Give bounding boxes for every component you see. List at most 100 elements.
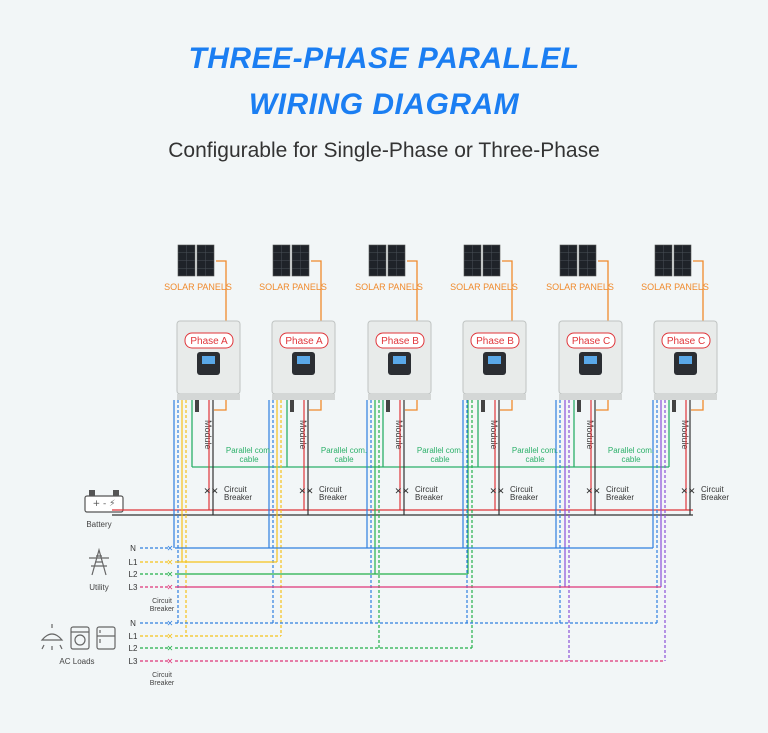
- breaker-label: Breaker: [319, 493, 347, 502]
- phase-label: Phase B: [476, 336, 514, 347]
- phase-badge: [279, 332, 329, 349]
- breaker-label: Circuit: [510, 485, 533, 494]
- breaker-mark: ✕✕: [680, 487, 695, 497]
- load-breaker-label: Breaker: [150, 680, 175, 687]
- subtitle: Configurable for Single-Phase or Three-P…: [168, 139, 600, 162]
- parallel-com-label: cable: [239, 455, 259, 464]
- module-label: Module: [489, 420, 499, 450]
- module-plug: [290, 400, 294, 412]
- solar-panel-icon: [368, 244, 406, 277]
- washing-machine-icon: [70, 626, 90, 650]
- inverter-display: [679, 356, 692, 364]
- load-breaker-mark: ✕: [167, 657, 174, 666]
- phase-label: Phase A: [190, 336, 228, 347]
- inverter-base: [559, 394, 622, 400]
- utility-line-label-L1: L1: [129, 558, 138, 567]
- module-label: Module: [680, 420, 690, 450]
- inverter-base: [272, 394, 335, 400]
- breaker-mark: ✕✕: [585, 487, 600, 497]
- inverter-display: [202, 356, 215, 364]
- inverter-display: [393, 356, 406, 364]
- battery-icon: + - ⚡: [84, 490, 124, 513]
- utility-line-label-L2: L2: [129, 570, 138, 579]
- utility-breaker-label: Breaker: [150, 606, 175, 613]
- solar-panel-icon: [272, 244, 310, 277]
- ceiling-lamp-icon: [40, 624, 64, 650]
- phase-badge: [661, 332, 711, 349]
- load-breaker-mark: ✕: [167, 644, 174, 653]
- breaker-mark: ✕✕: [489, 487, 504, 497]
- breaker-label: Circuit: [701, 485, 724, 494]
- breaker-mark: ✕✕: [394, 487, 409, 497]
- solar-panel-icon: [654, 244, 692, 277]
- parallel-com-label: Parallel com.: [417, 446, 463, 455]
- breaker-mark: ✕✕: [298, 487, 313, 497]
- inverter-display: [584, 356, 597, 364]
- breaker-label: Circuit: [224, 485, 247, 494]
- load-breaker-mark: ✕: [167, 619, 174, 628]
- parallel-com-label: cable: [334, 455, 354, 464]
- breaker-label: Breaker: [510, 493, 538, 502]
- solar-panels-label: SOLAR PANELS: [450, 282, 518, 292]
- solar-panel-icon: [559, 244, 597, 277]
- phase-label: Phase A: [285, 336, 323, 347]
- load-breaker-mark: ✕: [167, 632, 174, 641]
- breaker-label: Breaker: [224, 493, 252, 502]
- title-line-2: WIRING DIAGRAM: [248, 88, 520, 121]
- module-label: Module: [203, 420, 213, 450]
- phase-label: Phase C: [572, 336, 610, 347]
- inverter-display: [297, 356, 310, 364]
- parallel-com-label: Parallel com.: [226, 446, 272, 455]
- load-line-label-N: N: [130, 619, 136, 628]
- parallel-com-label: cable: [525, 455, 545, 464]
- breaker-label: Circuit: [319, 485, 342, 494]
- module-label: Module: [394, 420, 404, 450]
- battery-label: Battery: [86, 520, 111, 529]
- ac-loads-label: AC Loads: [59, 657, 94, 666]
- solar-panels-label: SOLAR PANELS: [355, 282, 423, 292]
- utility-label: Utility: [89, 583, 109, 592]
- utility-tower-icon: [89, 547, 109, 576]
- module-plug: [481, 400, 485, 412]
- parallel-com-label: cable: [621, 455, 641, 464]
- load-line-label-L2: L2: [129, 644, 138, 653]
- parallel-com-label: Parallel com.: [608, 446, 654, 455]
- utility-breaker-mark: ✕: [167, 570, 174, 579]
- parallel-com-label: Parallel com.: [512, 446, 558, 455]
- solar-panels-label: SOLAR PANELS: [641, 282, 709, 292]
- utility-breaker-mark: ✕: [167, 558, 174, 567]
- phase-badge: [375, 332, 425, 349]
- inverter-base: [463, 394, 526, 400]
- module-plug: [195, 400, 199, 412]
- inverter-base: [368, 394, 431, 400]
- breaker-mark: ✕✕: [203, 487, 218, 497]
- utility-breaker-mark: ✕: [167, 544, 174, 553]
- module-plug: [577, 400, 581, 412]
- load-line-label-L1: L1: [129, 632, 138, 641]
- breaker-label: Breaker: [701, 493, 729, 502]
- utility-line-label-N: N: [130, 544, 136, 553]
- parallel-com-label: cable: [430, 455, 450, 464]
- load-line-label-L3: L3: [129, 657, 138, 666]
- phase-label: Phase C: [667, 336, 705, 347]
- phase-badge: [470, 332, 520, 349]
- utility-breaker-mark: ✕: [167, 583, 174, 592]
- solar-panels-label: SOLAR PANELS: [164, 282, 232, 292]
- utility-line-label-L3: L3: [129, 583, 138, 592]
- solar-panels-label: SOLAR PANELS: [259, 282, 327, 292]
- inverter-unit-6: SOLAR PANELS Phase C Module ✕✕ CircuitBreake…: [641, 244, 729, 515]
- module-plug: [672, 400, 676, 412]
- load-breaker-label: Circuit: [152, 672, 172, 679]
- phase-badge: [566, 332, 616, 349]
- inverter-base: [177, 394, 240, 400]
- solar-panel-icon: [177, 244, 215, 277]
- svg-text:+ - ⚡: + - ⚡: [93, 499, 116, 509]
- breaker-label: Circuit: [415, 485, 438, 494]
- title-line-1: THREE-PHASE PARALLEL: [188, 42, 580, 75]
- inverter-base: [654, 394, 717, 400]
